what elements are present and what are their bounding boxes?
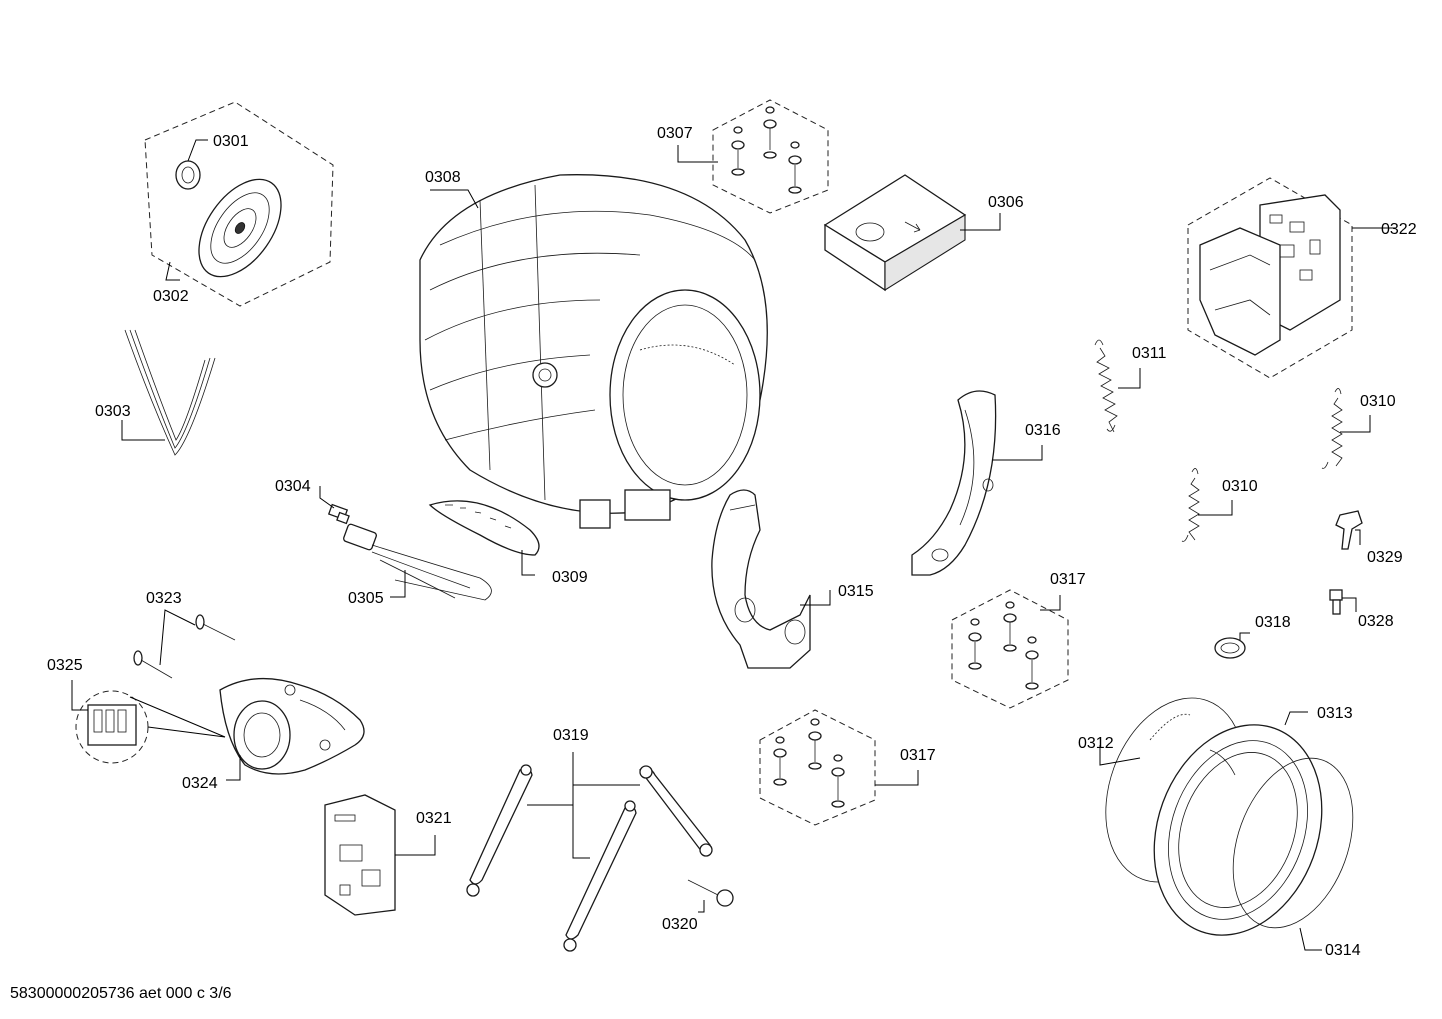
part-0329 bbox=[1335, 510, 1363, 550]
label-0314: 0314 bbox=[1325, 942, 1361, 959]
label-0324: 0324 bbox=[182, 775, 218, 792]
connector-0325 bbox=[71, 680, 226, 764]
label-0309: 0309 bbox=[552, 569, 588, 586]
washing-tub bbox=[419, 174, 768, 529]
bolt-set-low bbox=[759, 709, 919, 826]
door-seal-group bbox=[1099, 697, 1354, 951]
pulley-group bbox=[144, 101, 334, 307]
paddle-0309 bbox=[428, 500, 540, 576]
screws-0323 bbox=[133, 609, 236, 679]
label-0320: 0320 bbox=[662, 916, 698, 933]
drive-belt bbox=[121, 329, 216, 456]
spring-0310-center bbox=[1181, 468, 1233, 542]
pcb-0321 bbox=[324, 794, 436, 916]
label-0317-low: 0317 bbox=[900, 747, 936, 764]
label-0310-center: 0310 bbox=[1222, 478, 1258, 495]
label-0304: 0304 bbox=[275, 478, 311, 495]
label-0325: 0325 bbox=[47, 657, 83, 674]
label-0305: 0305 bbox=[348, 590, 384, 607]
label-0308: 0308 bbox=[425, 169, 461, 186]
heater-0305 bbox=[343, 523, 492, 601]
label-0302: 0302 bbox=[153, 288, 189, 305]
bracket-left bbox=[711, 489, 831, 669]
label-0301: 0301 bbox=[213, 133, 249, 150]
document-code: 58300000205736 aet 000 c 3/6 bbox=[10, 985, 232, 1002]
sensor-0304 bbox=[319, 486, 350, 525]
control-module bbox=[1187, 177, 1395, 379]
label-0310-right: 0310 bbox=[1360, 393, 1396, 410]
part-0328 bbox=[1329, 589, 1357, 615]
label-0319: 0319 bbox=[553, 727, 589, 744]
label-0317-mid: 0317 bbox=[1050, 571, 1086, 588]
bracket-right bbox=[911, 390, 1043, 576]
label-0313: 0313 bbox=[1317, 705, 1353, 722]
label-0315: 0315 bbox=[838, 583, 874, 600]
part-labels: 0301 0302 0303 0304 0305 0306 0307 0308 … bbox=[47, 125, 1417, 959]
label-0318: 0318 bbox=[1255, 614, 1291, 631]
label-0311: 0311 bbox=[1132, 345, 1167, 362]
label-0322: 0322 bbox=[1381, 221, 1417, 238]
label-0323: 0323 bbox=[146, 590, 182, 607]
label-0328: 0328 bbox=[1358, 613, 1394, 630]
label-0306: 0306 bbox=[988, 194, 1024, 211]
label-0321: 0321 bbox=[416, 810, 452, 827]
dampers-0319 bbox=[466, 752, 713, 952]
clamp-0318 bbox=[1214, 632, 1250, 659]
label-0303: 0303 bbox=[95, 403, 131, 420]
label-0316: 0316 bbox=[1025, 422, 1061, 439]
bolt-set-mid bbox=[951, 589, 1069, 709]
bolt-set-top bbox=[677, 99, 829, 214]
spring-0310-right bbox=[1321, 388, 1371, 469]
spring-0311 bbox=[1094, 339, 1141, 433]
label-0329: 0329 bbox=[1367, 549, 1403, 566]
screw-0320 bbox=[687, 879, 734, 913]
label-0307: 0307 bbox=[657, 125, 693, 142]
motor-0324 bbox=[219, 677, 365, 781]
label-0312: 0312 bbox=[1078, 735, 1114, 752]
cover-block bbox=[823, 174, 1001, 292]
